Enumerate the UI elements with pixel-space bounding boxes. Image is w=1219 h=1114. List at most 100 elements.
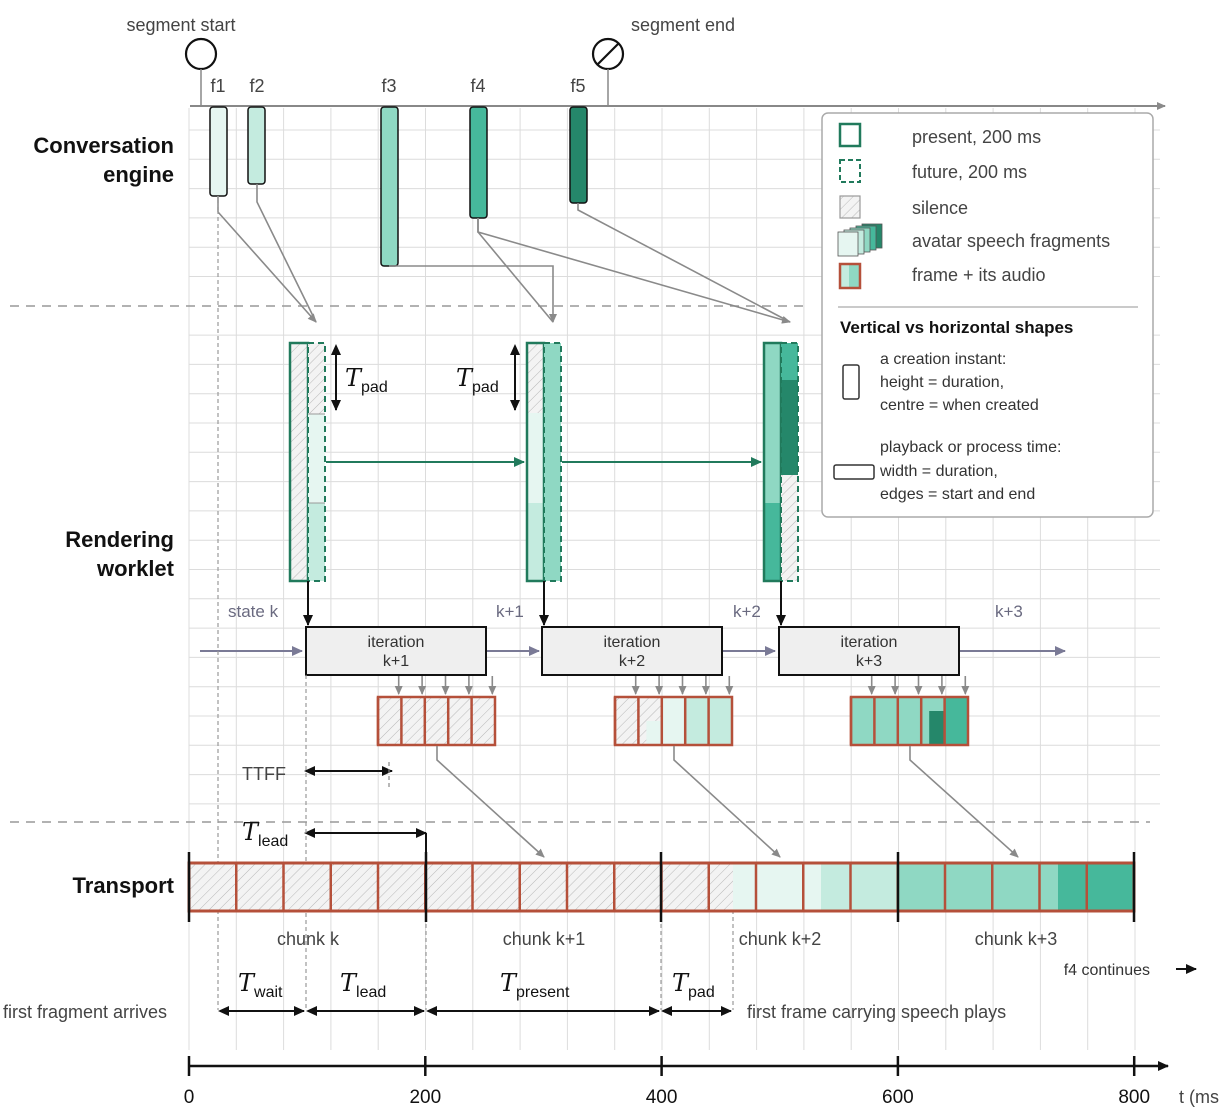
t-lead-label: Tlead xyxy=(340,969,386,1001)
legend-silence-icon xyxy=(839,195,861,219)
fragment-label-f2: f2 xyxy=(249,76,264,96)
axis-tick-label: 200 xyxy=(409,1087,441,1108)
segment-end-label: segment end xyxy=(631,15,735,35)
frame-group-3 xyxy=(849,695,970,747)
chunk-k1-label: chunk k+1 xyxy=(503,929,586,949)
frame-cell xyxy=(851,697,875,745)
frame-cell xyxy=(471,697,495,745)
transport-speech-segment xyxy=(821,863,898,911)
axis-tick-label: 800 xyxy=(1118,1087,1150,1108)
legend-panel xyxy=(821,112,1154,518)
transport-speech-segment xyxy=(733,863,821,911)
frame-cell xyxy=(401,697,425,745)
frame-cell xyxy=(944,697,968,745)
row-label-rendering: Rendering xyxy=(65,527,174,552)
t-pad-label-2: Tpad xyxy=(456,364,499,396)
state-k3-label: k+3 xyxy=(995,602,1023,621)
row-label-transport: Transport xyxy=(73,873,175,898)
legend-section-title: Vertical vs horizontal shapes xyxy=(840,318,1073,337)
frame-cell xyxy=(378,697,402,745)
t-wait-label: Twait xyxy=(238,969,283,1001)
frame-cell xyxy=(615,697,639,745)
legend-frame-icon xyxy=(838,262,862,290)
frame-emit-arrows xyxy=(394,676,970,695)
state-k-label: state k xyxy=(228,602,279,621)
fragment-f1 xyxy=(209,106,228,197)
fragment-f2 xyxy=(247,106,266,185)
iteration-1-line1: iteration xyxy=(368,634,425,651)
iteration-box-1: iteration k+1 xyxy=(305,626,487,676)
fragment-label-f3: f3 xyxy=(381,76,396,96)
frame-cell xyxy=(424,697,449,745)
latency-breakdown: Twait Tlead Tpresent Tpad xyxy=(218,969,732,1016)
legend-present-icon xyxy=(838,122,862,148)
frame-cell xyxy=(685,697,709,745)
time-axis-ticks: 0 200 400 600 800 xyxy=(184,1056,1150,1108)
legend-present-label: present, 200 ms xyxy=(912,127,1041,147)
guide-lines xyxy=(217,196,734,1010)
iteration-3-line1: iteration xyxy=(841,634,898,651)
iteration-1-line2: k+1 xyxy=(383,653,409,670)
fragment-f3 xyxy=(380,106,399,267)
worklet-buffer-2 xyxy=(525,341,562,583)
fragment-connectors xyxy=(217,184,791,324)
first-frame-label: first frame carrying speech plays xyxy=(747,1002,1006,1022)
legend-frame-label: frame + its audio xyxy=(912,265,1046,285)
legend-silence-label: silence xyxy=(912,198,968,218)
t-pad-label-1: Tpad xyxy=(345,364,388,396)
iteration-3-line2: k+3 xyxy=(856,653,882,670)
t-lead-label-worklet: Tlead xyxy=(242,818,288,850)
legend-horizontal-line1: playback or process time: xyxy=(880,439,1061,456)
legend-fragments-icon xyxy=(837,223,883,257)
state-k2-label: k+2 xyxy=(733,602,761,621)
legend-vertical-line3: centre = when created xyxy=(880,397,1039,414)
frame-group-outline xyxy=(613,695,734,747)
legend-vertical-line1: a creation instant: xyxy=(880,351,1006,368)
worklet-buffer-1 xyxy=(288,341,326,583)
fragment-f4 xyxy=(469,106,488,219)
row-label-engine: engine xyxy=(103,162,174,187)
frame-cell xyxy=(448,697,472,745)
t-present-label: Tpresent xyxy=(500,969,570,1001)
legend: present, 200 ms future, 200 ms silence a… xyxy=(821,112,1154,518)
state-k1-label: k+1 xyxy=(496,602,524,621)
f4-continues-label: f4 continues xyxy=(1064,962,1150,979)
legend-horizontal-line2: width = duration, xyxy=(879,463,998,480)
frame-cell-audio xyxy=(646,721,662,745)
chunk-k3-label: chunk k+3 xyxy=(975,929,1058,949)
axis-tick-label: 600 xyxy=(882,1087,914,1108)
frame-cell xyxy=(661,697,686,745)
iteration-2-line1: iteration xyxy=(604,634,661,651)
frames-to-transport-connectors xyxy=(436,746,1019,858)
segment-start-icon xyxy=(184,37,218,71)
t-pad-label: Tpad xyxy=(672,969,715,1001)
iteration-box-3: iteration k+3 xyxy=(778,626,960,676)
frame-group-outline xyxy=(849,695,970,747)
ttff-label: TTFF xyxy=(242,764,286,784)
legend-vertical-shape-icon xyxy=(842,364,860,400)
transport-speech-segment xyxy=(1058,863,1134,911)
frame-cell xyxy=(708,697,732,745)
worklet-buffer-3 xyxy=(762,341,799,583)
legend-future-icon xyxy=(839,159,861,183)
fragment-f5 xyxy=(569,106,588,204)
segment-start-label: segment start xyxy=(126,15,235,35)
frame-group-1 xyxy=(376,695,497,747)
chunk-boundaries xyxy=(187,852,1136,922)
row-label-conversation: Conversation xyxy=(33,133,174,158)
frame-group-outline xyxy=(376,695,497,747)
legend-fragments-label: avatar speech fragments xyxy=(912,231,1110,251)
rendered-frame-groups xyxy=(376,695,970,747)
fragment-label-f4: f4 xyxy=(470,76,485,96)
axis-tick-label: 400 xyxy=(646,1087,678,1108)
chunk-k2-label: chunk k+2 xyxy=(739,929,822,949)
axis-tick-label: 0 xyxy=(184,1087,195,1108)
fragment-label-f5: f5 xyxy=(570,76,585,96)
legend-horizontal-line3: edges = start and end xyxy=(880,486,1035,503)
iteration-box-2: iteration k+2 xyxy=(541,626,723,676)
time-axis-label: t (ms) xyxy=(1179,1087,1219,1107)
legend-vertical-line2: height = duration, xyxy=(880,374,1004,391)
frame-group-2 xyxy=(613,695,734,747)
segment-end-icon xyxy=(591,37,625,71)
